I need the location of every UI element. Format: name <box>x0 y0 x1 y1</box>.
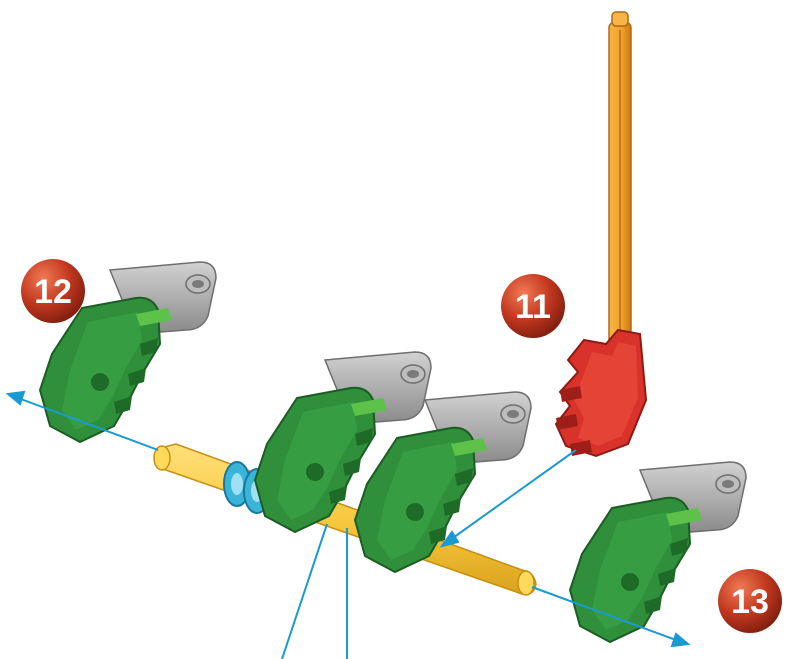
leader-line-left <box>281 523 328 659</box>
step-number-11: 11 <box>515 288 551 326</box>
arrowhead-12 <box>5 390 26 406</box>
step-number-12: 12 <box>34 273 72 311</box>
green-connector-13 <box>569 461 747 643</box>
step-badge-12: 12 <box>21 259 85 323</box>
step-badge-13: 13 <box>718 569 782 633</box>
arrowhead-11 <box>439 530 460 548</box>
arrow-13 <box>531 586 677 641</box>
arrow-11 <box>449 449 577 541</box>
assembly-arrows <box>5 390 691 659</box>
red-corner-connector <box>554 328 648 458</box>
step-badge-11: 11 <box>501 274 565 338</box>
orange-rod <box>608 11 632 383</box>
arrowhead-13 <box>670 632 691 648</box>
arrow-12 <box>17 397 159 451</box>
step-number-13: 13 <box>731 583 769 621</box>
